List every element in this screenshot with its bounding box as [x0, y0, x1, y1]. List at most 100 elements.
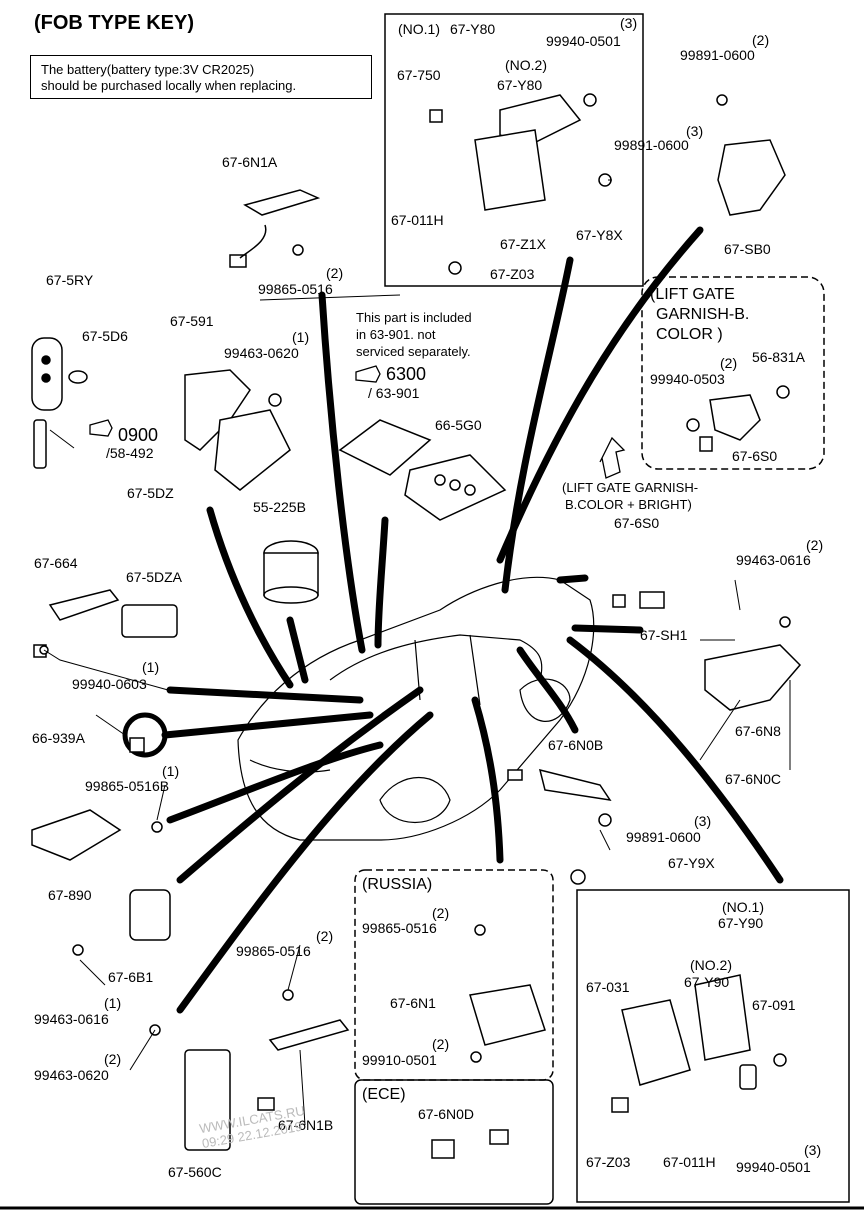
no2-label: (NO.2): [690, 957, 732, 973]
part-99463-0616[interactable]: 99463-0616: [736, 552, 811, 568]
lift-gate-bright-title-2: B.COLOR + BRIGHT): [565, 497, 692, 512]
part-55-225b[interactable]: 55-225B: [253, 499, 306, 515]
ref-arrow-icon: [355, 365, 381, 383]
no1-label: (NO.1): [398, 21, 440, 37]
qty-2: (2): [752, 32, 770, 48]
part-67-5d6[interactable]: 67-5D6: [82, 328, 128, 344]
ref-58-492[interactable]: /58-492: [106, 445, 154, 461]
part-99940-0501-b[interactable]: 99940-0501: [736, 1159, 811, 1175]
part-99910-0501[interactable]: 99910-0501: [362, 1052, 437, 1068]
part-67-6n0c[interactable]: 67-6N0C: [725, 771, 782, 787]
part-67-y9x[interactable]: 67-Y9X: [668, 855, 715, 871]
part-67-sb0[interactable]: 67-SB0: [724, 241, 771, 257]
part-67-z1x[interactable]: 67-Z1X: [500, 236, 546, 252]
part-67-y90-b[interactable]: 67-Y90: [684, 974, 730, 990]
part-67-6s0-b[interactable]: 67-6S0: [614, 515, 660, 531]
part-99463-0620b[interactable]: 99463-0620: [34, 1067, 109, 1083]
part-66-939a[interactable]: 66-939A: [32, 730, 85, 746]
qty-2: (2): [806, 537, 824, 553]
thin-leaders: [43, 179, 791, 1126]
ref-6300[interactable]: 6300: [386, 364, 427, 384]
part-67-011h[interactable]: 67-011H: [391, 212, 444, 228]
qty-3: (3): [694, 813, 712, 829]
ref-arrow-icon: [89, 419, 113, 437]
qty-2: (2): [432, 1036, 450, 1052]
part-99865-0516b[interactable]: 99865-0516B: [85, 778, 170, 794]
part-67-y80-b[interactable]: 67-Y80: [497, 77, 543, 93]
part-67-031[interactable]: 67-031: [586, 979, 630, 995]
ref-0900[interactable]: 0900: [118, 425, 159, 445]
part-67-6n1a[interactable]: 67-6N1A: [222, 154, 278, 170]
part-99940-0503[interactable]: 99940-0503: [650, 371, 725, 387]
part-67-6s0[interactable]: 67-6S0: [732, 448, 778, 464]
lift-gate-color-box: [641, 276, 825, 470]
part-99463-0620[interactable]: 99463-0620: [224, 345, 299, 361]
top-parts-box: [384, 13, 644, 287]
qty-2: (2): [432, 905, 450, 921]
qty-2: (2): [326, 265, 344, 281]
part-99463-0616[interactable]: 99463-0616: [34, 1011, 109, 1027]
part-67-664[interactable]: 67-664: [34, 555, 78, 571]
component-sketches: [31, 93, 802, 1159]
part-67-z03[interactable]: 67-Z03: [586, 1154, 631, 1170]
part-67-6n8[interactable]: 67-6N8: [735, 723, 781, 739]
part-67-5dz[interactable]: 67-5DZ: [127, 485, 174, 501]
part-99865-0516-russia[interactable]: 99865-0516: [362, 920, 437, 936]
bottom-right-box: [576, 889, 850, 1203]
part-67-6b1[interactable]: 67-6B1: [108, 969, 154, 985]
ece-title: (ECE): [362, 1086, 406, 1103]
part-67-y90-a[interactable]: 67-Y90: [718, 915, 764, 931]
battery-note: The battery(battery type:3V CR2025) shou…: [30, 55, 372, 99]
ref-63-901[interactable]: / 63-901: [368, 385, 420, 401]
page-title: (FOB TYPE KEY): [34, 12, 195, 34]
qty-3: (3): [620, 15, 638, 31]
part-67-091[interactable]: 67-091: [752, 997, 796, 1013]
part-67-y80-a[interactable]: 67-Y80: [450, 21, 496, 37]
part-67-890[interactable]: 67-890: [48, 887, 92, 903]
part-99940-0603[interactable]: 99940-0603: [72, 676, 147, 692]
qty-1: (1): [162, 763, 180, 779]
part-67-6n0d[interactable]: 67-6N0D: [418, 1106, 475, 1122]
part-99891-0600[interactable]: 99891-0600: [626, 829, 701, 845]
up-down-arrow-icon: [599, 436, 626, 479]
part-67-z03[interactable]: 67-Z03: [490, 266, 535, 282]
part-67-011h[interactable]: 67-011H: [663, 1154, 716, 1170]
part-67-750[interactable]: 67-750: [397, 67, 441, 83]
part-67-6n1b[interactable]: 67-6N1B: [278, 1117, 334, 1133]
lift-gate-title-2: GARNISH-B.: [656, 306, 750, 323]
included-note-1: This part is included: [356, 310, 472, 325]
part-67-5ry[interactable]: 67-5RY: [46, 272, 94, 288]
included-note-3: serviced separately.: [356, 344, 471, 359]
russia-box: [354, 869, 554, 1081]
vehicle-outline: [237, 576, 595, 841]
qty-3: (3): [686, 123, 704, 139]
qty-2: (2): [316, 928, 334, 944]
part-67-6n0b[interactable]: 67-6N0B: [548, 737, 604, 753]
qty-1: (1): [104, 995, 122, 1011]
reference-arrows: [89, 365, 626, 479]
qty-1: (1): [142, 659, 160, 675]
part-99865-0516[interactable]: 99865-0516: [258, 281, 333, 297]
part-67-560c[interactable]: 67-560C: [168, 1164, 222, 1180]
part-67-591[interactable]: 67-591: [170, 313, 214, 329]
part-99940-0501[interactable]: 99940-0501: [546, 33, 621, 49]
part-67-5dza[interactable]: 67-5DZA: [126, 569, 183, 585]
part-99865-0516c[interactable]: 99865-0516: [236, 943, 311, 959]
included-note-2: in 63-901. not: [356, 327, 436, 342]
part-99891-0600-a[interactable]: 99891-0600: [680, 47, 755, 63]
qty-1: (1): [292, 329, 310, 345]
note-line-2: should be purchased locally when replaci…: [41, 78, 297, 93]
qty-2: (2): [720, 355, 738, 371]
lift-gate-title-3: COLOR ): [656, 326, 723, 343]
ece-box: [354, 1079, 554, 1205]
leader-lines: [161, 226, 784, 1014]
part-66-5g0[interactable]: 66-5G0: [435, 417, 482, 433]
lift-gate-bright-title-1: (LIFT GATE GARNISH-: [562, 480, 699, 495]
part-67-6n1[interactable]: 67-6N1: [390, 995, 436, 1011]
part-67-sh1[interactable]: 67-SH1: [640, 627, 688, 643]
part-99891-0600-b[interactable]: 99891-0600: [614, 137, 689, 153]
note-line-1: The battery(battery type:3V CR2025): [41, 62, 255, 77]
part-56-831a[interactable]: 56-831A: [752, 349, 805, 365]
part-67-y8x[interactable]: 67-Y8X: [576, 227, 623, 243]
